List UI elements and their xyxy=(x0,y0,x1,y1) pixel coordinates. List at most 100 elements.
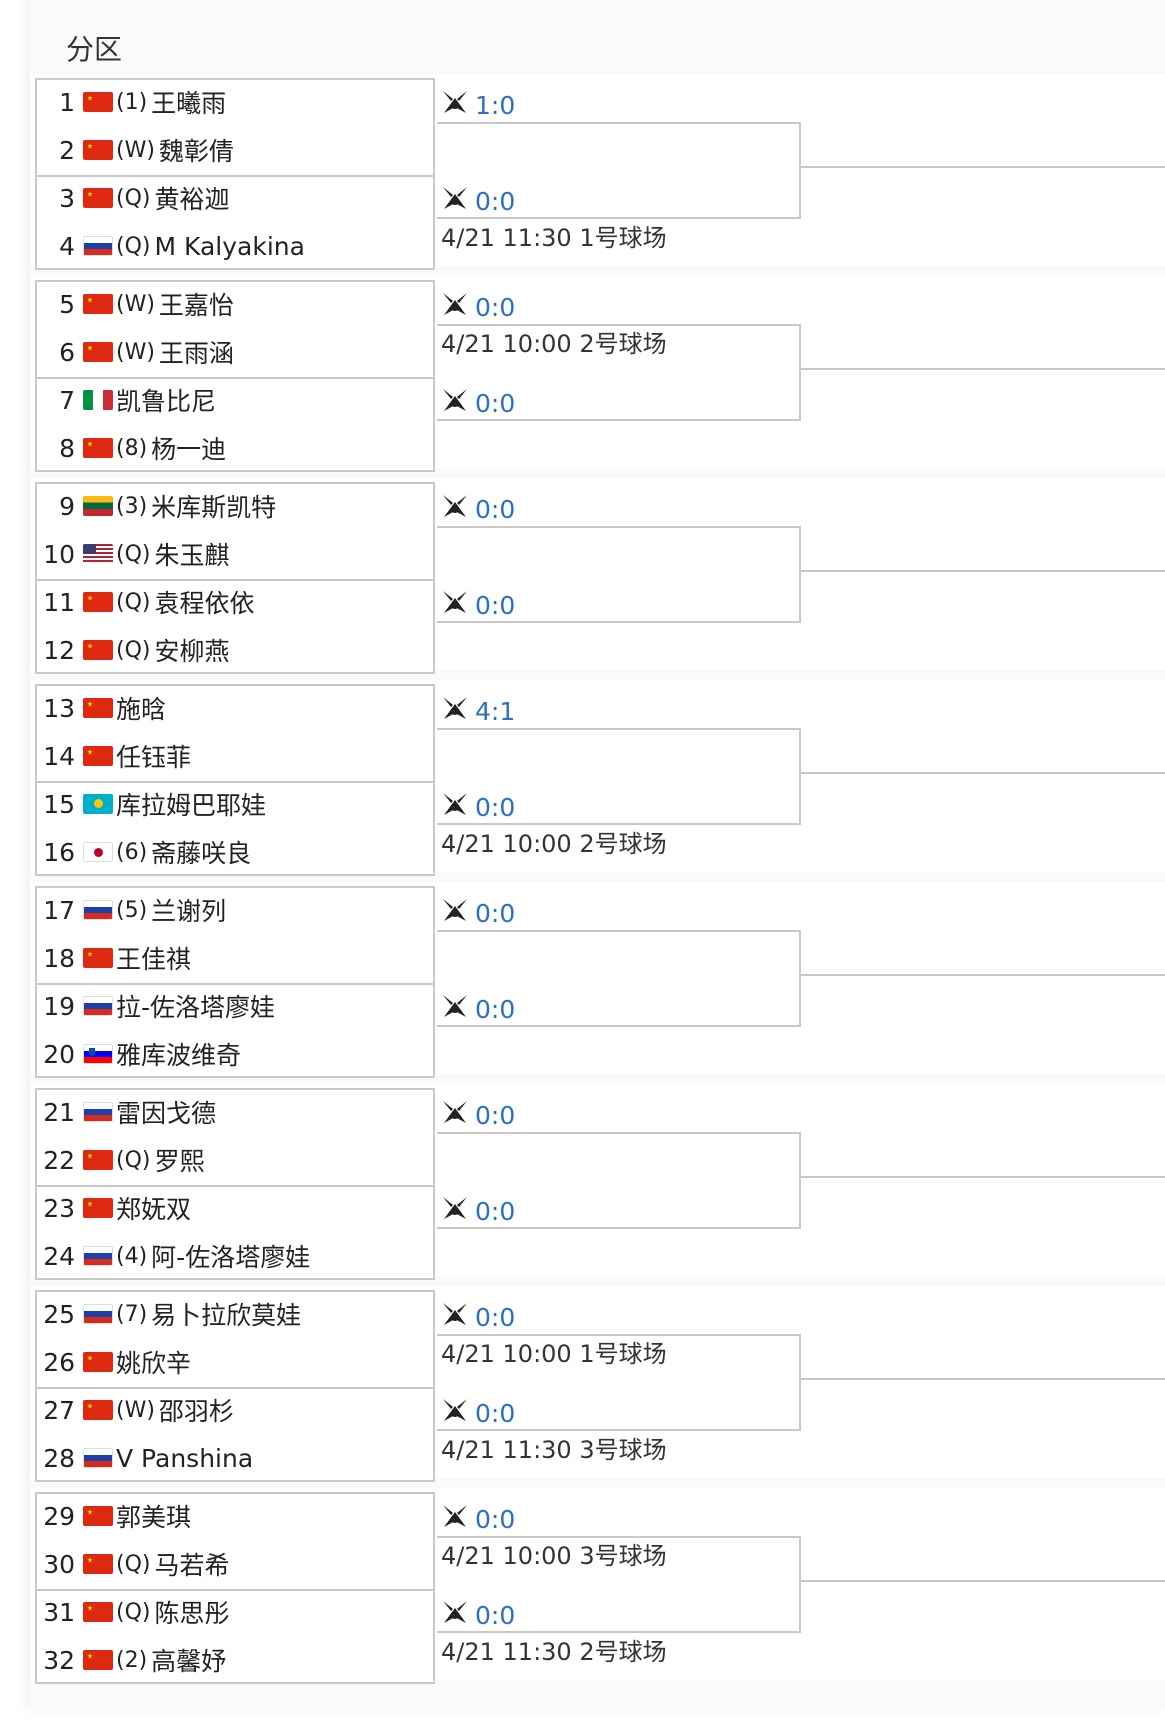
badminton-shuttle-icon xyxy=(441,1099,469,1131)
bracket-connector xyxy=(801,974,1165,976)
flag-cn-icon xyxy=(83,698,113,718)
match-score[interactable]: 0:0 xyxy=(441,590,515,620)
match-score[interactable]: 4:1 xyxy=(441,696,515,726)
match-score[interactable]: 0:0 xyxy=(441,186,515,216)
seed-number: 31 xyxy=(43,1597,75,1627)
score-text[interactable]: 0:0 xyxy=(475,292,516,322)
match-score[interactable]: 0:0 xyxy=(441,292,515,322)
flag-cn-icon xyxy=(83,948,113,968)
match-score[interactable]: 1:0 xyxy=(441,90,515,120)
bracket-connector xyxy=(801,166,1165,168)
match-score[interactable]: 0:0 xyxy=(441,1100,515,1130)
player-row[interactable]: 5(W)王嘉怡 xyxy=(37,280,234,328)
score-text[interactable]: 0:0 xyxy=(475,186,516,216)
seed-number: 17 xyxy=(43,895,75,925)
player-name: 凯鲁比尼 xyxy=(116,387,217,416)
player-row[interactable]: 16(6)斋藤咲良 xyxy=(37,828,251,876)
match-score[interactable]: 0:0 xyxy=(441,1600,515,1630)
flag-cn-icon xyxy=(83,1150,113,1170)
badminton-shuttle-icon xyxy=(441,89,469,121)
match-score[interactable]: 0:0 xyxy=(441,1196,515,1226)
player-row[interactable]: 9(3)米库斯凯特 xyxy=(37,482,276,530)
match-score[interactable]: 0:0 xyxy=(441,994,515,1024)
player-row[interactable]: 11(Q)袁程依依 xyxy=(37,578,254,626)
flag-cn-icon xyxy=(83,140,113,160)
score-text[interactable]: 1:0 xyxy=(475,90,516,120)
player-row[interactable]: 1(1)王曦雨 xyxy=(37,78,226,126)
match-score[interactable]: 0:0 xyxy=(441,792,515,822)
entry-tag: (Q) xyxy=(116,1599,151,1625)
flag-ru-icon xyxy=(83,900,113,920)
match-score[interactable]: 0:0 xyxy=(441,494,515,524)
score-text[interactable]: 0:0 xyxy=(475,1504,516,1534)
player-row[interactable]: 32(2)高馨妤 xyxy=(37,1636,226,1684)
seed-number: 29 xyxy=(43,1501,75,1531)
player-name: 王嘉怡 xyxy=(158,291,234,320)
match-score[interactable]: 0:0 xyxy=(441,898,515,928)
player-row[interactable]: 31 (Q)陈思彤 xyxy=(37,1588,230,1636)
flag-cn-icon xyxy=(83,1352,113,1372)
score-text[interactable]: 0:0 xyxy=(475,1600,516,1630)
flag-si-icon xyxy=(83,1044,113,1064)
player-row[interactable]: 22(Q)罗熙 xyxy=(37,1136,204,1184)
score-text[interactable]: 0:0 xyxy=(475,494,516,524)
flag-ru-icon xyxy=(83,236,113,256)
seed-number: 9 xyxy=(59,491,75,521)
score-text[interactable]: 4:1 xyxy=(475,696,516,726)
next-round-box xyxy=(437,930,801,1027)
player-row[interactable]: 2(W)魏彰倩 xyxy=(37,126,234,174)
bracket-connector xyxy=(801,772,1165,774)
next-round-box xyxy=(437,324,801,421)
player-name: 斋藤咲良 xyxy=(151,839,252,868)
player-name: 易卜拉欣莫娃 xyxy=(151,1301,302,1330)
player-row[interactable]: 17(5)兰谢列 xyxy=(37,886,226,934)
score-text[interactable]: 0:0 xyxy=(475,1196,516,1226)
flag-us-icon xyxy=(83,544,113,564)
seed-number: 22 xyxy=(43,1145,75,1175)
flag-cn-icon xyxy=(83,1554,113,1574)
score-text[interactable]: 0:0 xyxy=(475,1398,516,1428)
score-text[interactable]: 0:0 xyxy=(475,388,516,418)
player-row[interactable]: 12(Q)安柳燕 xyxy=(37,626,229,674)
player-row[interactable]: 24(4)阿-佐洛塔廖娃 xyxy=(37,1232,310,1280)
score-text[interactable]: 0:0 xyxy=(475,1302,516,1332)
seed-number: 1 xyxy=(59,87,75,117)
match-score[interactable]: 0:0 xyxy=(441,1398,515,1428)
player-row[interactable]: 3(Q)黄裕迦 xyxy=(37,174,229,222)
player-row[interactable]: 25(7)易卜拉欣莫娃 xyxy=(37,1290,301,1338)
match-score[interactable]: 0:0 xyxy=(441,1504,515,1534)
player-row[interactable]: 4(Q)M Kalyakina xyxy=(37,222,305,270)
seed-number: 15 xyxy=(43,789,75,819)
player-row[interactable]: 30(Q)马若希 xyxy=(37,1540,229,1588)
flag-ru-icon xyxy=(83,1102,113,1122)
player-row[interactable]: 6(W)王雨涵 xyxy=(37,328,234,376)
score-text[interactable]: 0:0 xyxy=(475,898,516,928)
match-score[interactable]: 0:0 xyxy=(441,388,515,418)
match-divider xyxy=(37,1185,433,1187)
player-row[interactable]: 27(W)邵羽杉 xyxy=(37,1386,234,1434)
score-text[interactable]: 0:0 xyxy=(475,792,516,822)
match-score[interactable]: 0:0 xyxy=(441,1302,515,1332)
score-text[interactable]: 0:0 xyxy=(475,994,516,1024)
player-row[interactable]: 10(Q)朱玉麒 xyxy=(37,530,229,578)
player-row[interactable]: 8(8)杨一迪 xyxy=(37,424,226,472)
score-text[interactable]: 0:0 xyxy=(475,590,516,620)
player-name: 陈思彤 xyxy=(154,1599,230,1628)
player-name: 邵羽杉 xyxy=(158,1397,234,1426)
score-text[interactable]: 0:0 xyxy=(475,1100,516,1130)
badminton-shuttle-icon xyxy=(441,993,469,1025)
